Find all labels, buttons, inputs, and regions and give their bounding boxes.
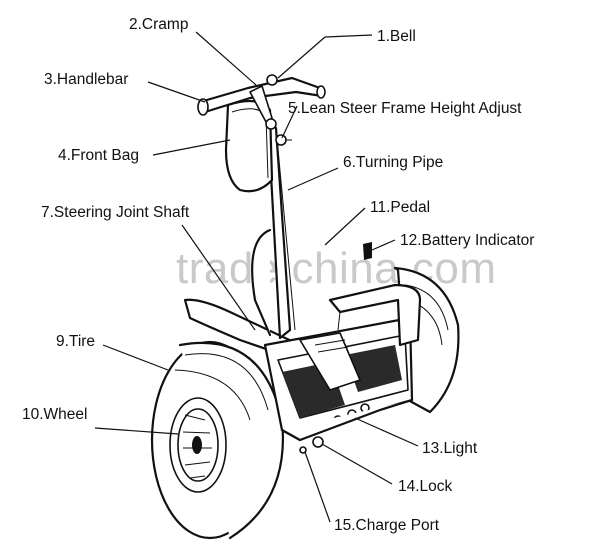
label-charge-port: 15.Charge Port [334,517,440,534]
part-labels: 2.Cramp 1.Bell 3.Handlebar 5.Lean Steer … [22,16,534,534]
leader-lean-steer [281,105,298,139]
leader-tire [102,344,169,371]
platform-illustration [183,283,422,454]
leader-cramp [195,31,257,86]
label-battery-indicator: 12.Battery Indicator [400,232,534,249]
leader-pedal [324,207,366,246]
leader-handlebar [147,81,206,103]
steering-column-illustration [251,118,296,340]
label-pedal: 11.Pedal [370,199,430,216]
label-wheel: 10.Wheel [22,406,87,423]
label-cramp: 2.Cramp [129,16,188,33]
leader-battery [371,239,396,251]
leader-front-bag [152,139,231,156]
label-tire: 9.Tire [56,333,95,350]
battery-indicator-illustration [363,242,372,260]
label-lean-steer: 5.Lean Steer Frame Height Adjust [288,100,522,117]
left-wheel-illustration [150,340,284,540]
label-front-bag: 4.Front Bag [58,147,139,164]
leader-turning-pipe [287,167,339,191]
label-light: 13.Light [422,440,478,457]
leader-lines [94,31,419,523]
label-steering-joint: 7.Steering Joint Shaft [41,204,190,221]
label-turning-pipe: 6.Turning Pipe [343,154,443,171]
watermark: trade.china.com [176,244,497,293]
leader-steering-joint [181,224,256,331]
leader-charge-port [304,451,331,523]
label-handlebar: 3.Handlebar [44,71,128,88]
handlebar-illustration [197,74,326,130]
label-lock: 14.Lock [398,478,453,495]
leader-bell-a [324,34,373,38]
leader-light [354,417,419,447]
label-bell: 1.Bell [377,28,416,45]
leader-wheel [94,427,179,435]
leader-lock [321,443,393,485]
leader-bell-b [277,36,326,79]
